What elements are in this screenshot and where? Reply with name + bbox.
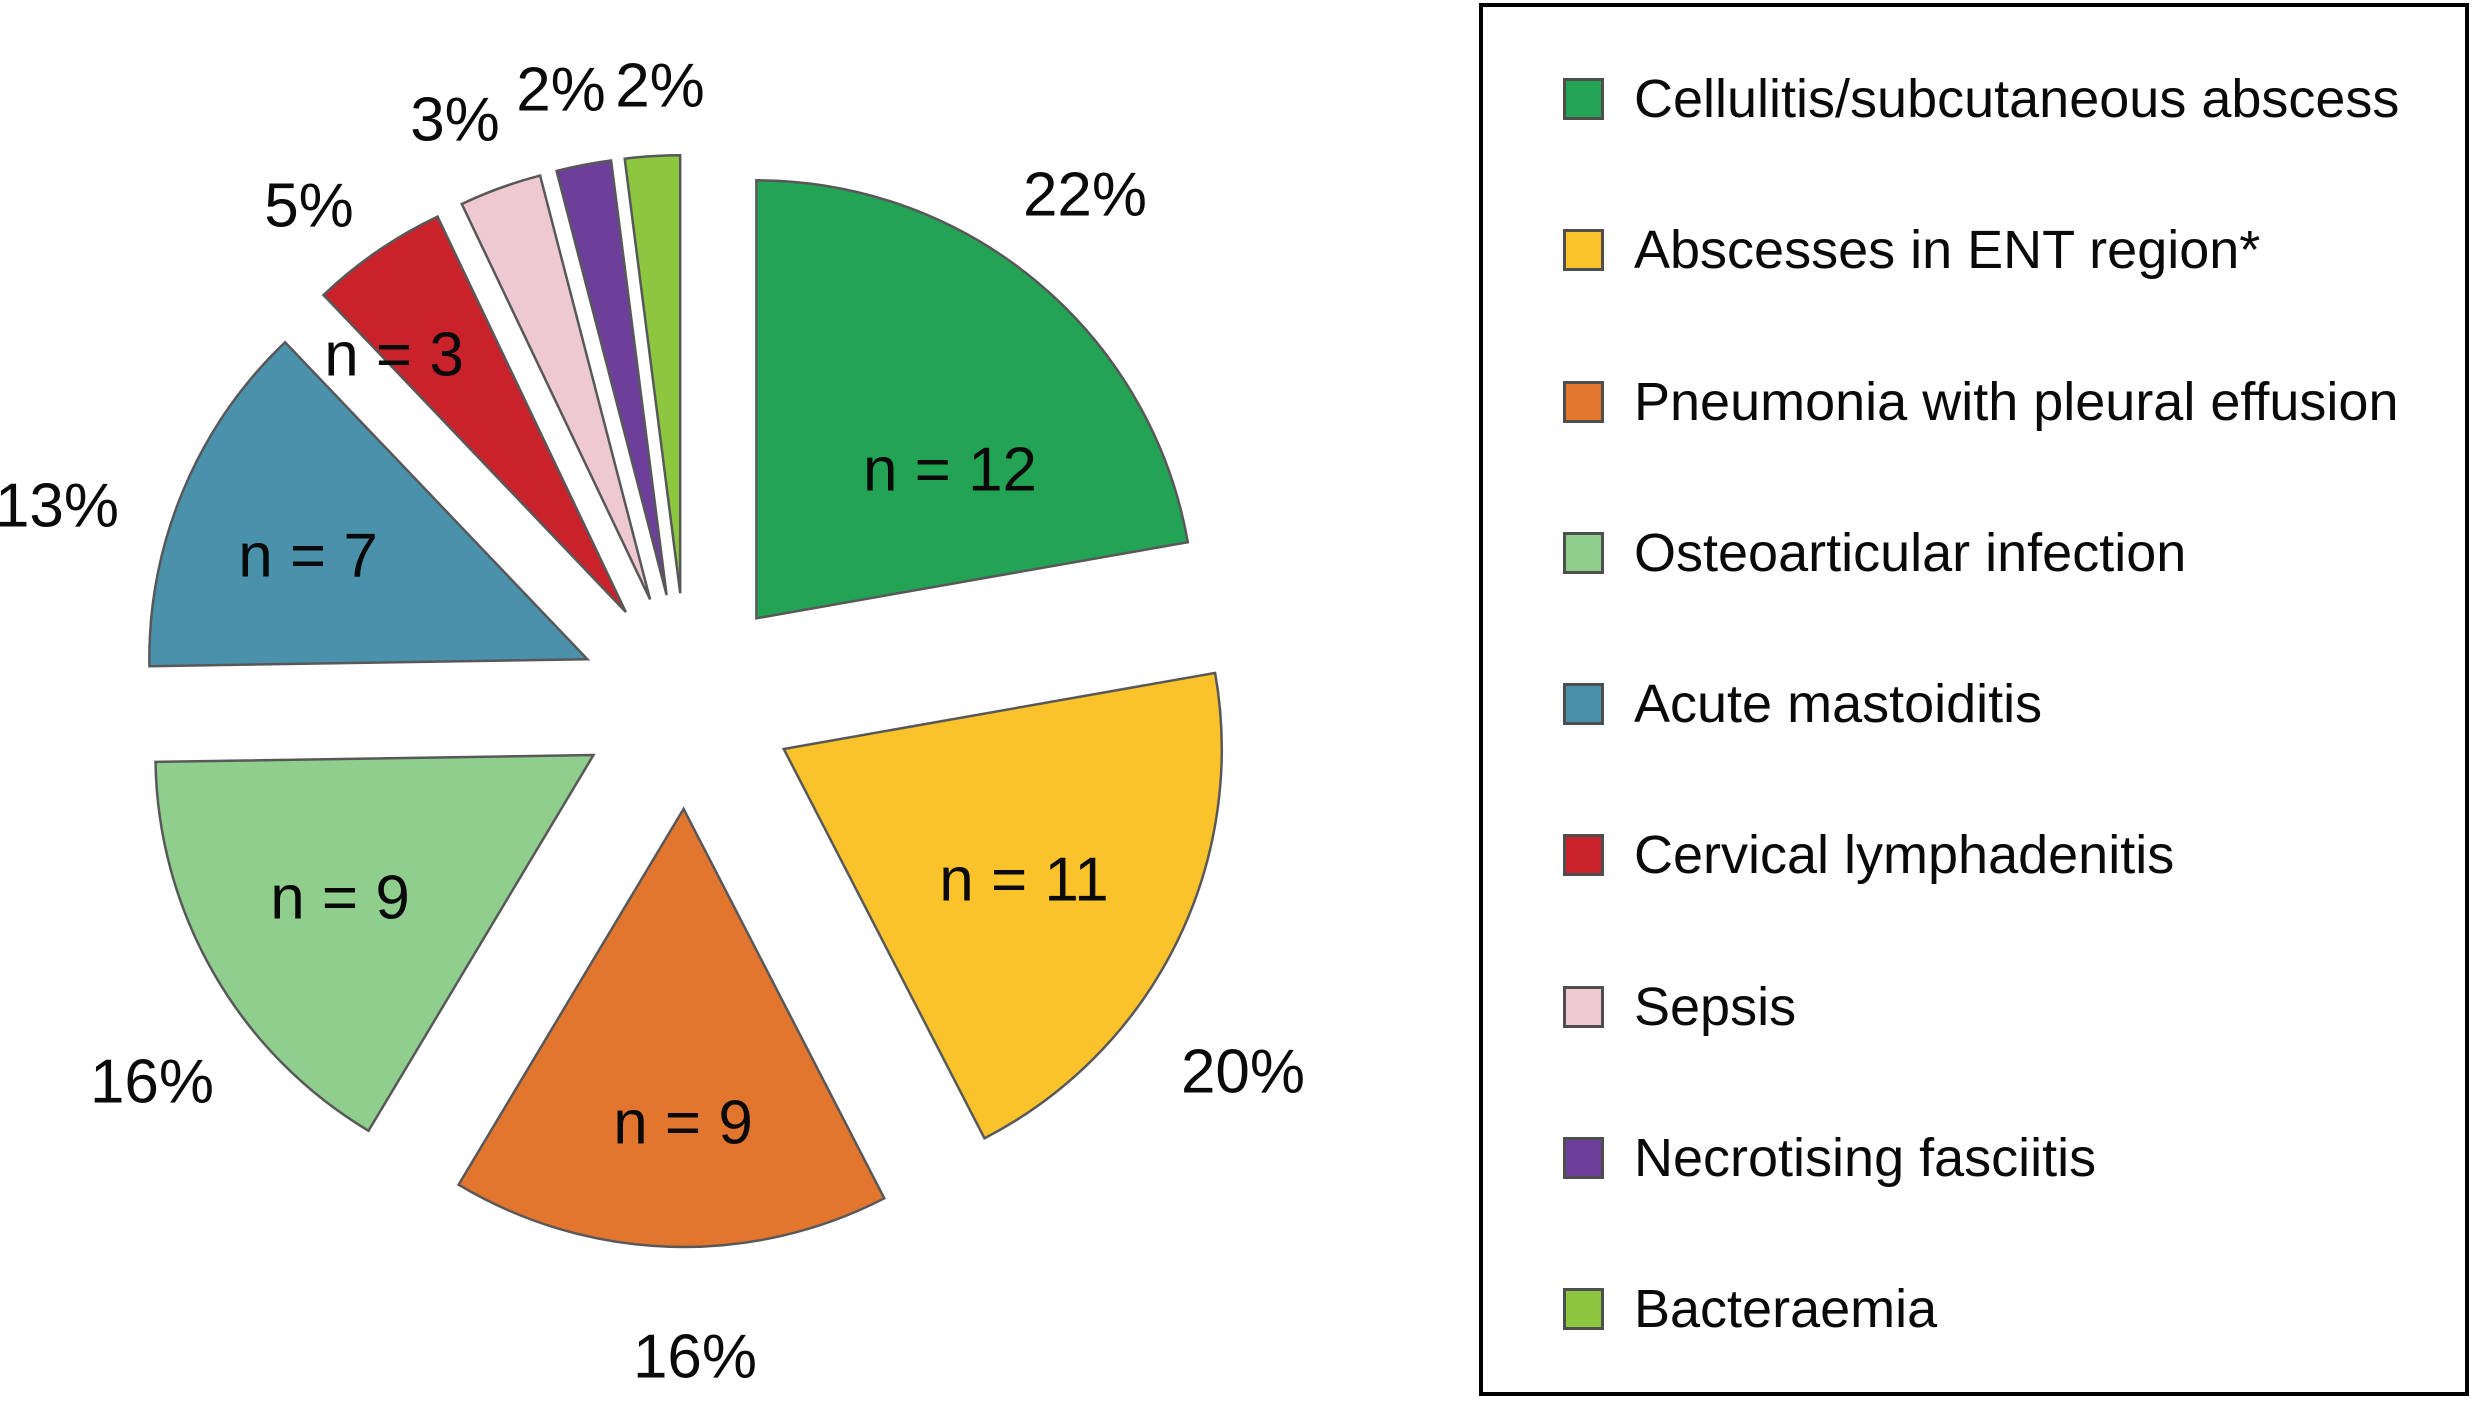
- legend-item-label: Abscesses in ENT region*: [1634, 220, 2261, 281]
- legend-item-label: Bacteraemia: [1634, 1279, 1938, 1339]
- legend-item-label: Necrotising fasciitis: [1634, 1127, 2097, 1188]
- pie-slice-4: [154, 753, 596, 1133]
- pie-slice-1: [755, 179, 1190, 620]
- n-count-label: n = 7: [238, 522, 378, 591]
- percent-label: 16%: [633, 1323, 757, 1392]
- legend-item: Cervical lymphadenitis: [1563, 828, 2174, 882]
- legend-item-label: Acute mastoiditis: [1634, 674, 2043, 734]
- legend-color-swatch-icon: [1563, 229, 1604, 272]
- legend-color-swatch-icon: [1563, 683, 1604, 725]
- legend-item: Bacteraemia: [1563, 1282, 1937, 1336]
- percent-label: 5%: [264, 172, 354, 241]
- legend-color-swatch-icon: [1563, 78, 1604, 120]
- legend-item: Necrotising fasciitis: [1563, 1131, 2096, 1185]
- legend-item-label: Cervical lymphadenitis: [1634, 825, 2175, 886]
- pie-slice-5: [148, 340, 591, 668]
- n-count-label: n = 3: [324, 321, 464, 390]
- percent-label: 22%: [1023, 161, 1147, 230]
- legend-item-label: Pneumonia with pleural effusion: [1634, 371, 2399, 432]
- legend-color-swatch-icon: [1563, 985, 1604, 1028]
- legend-color-swatch-icon: [1563, 1136, 1604, 1179]
- percent-label: 2%: [516, 56, 606, 125]
- legend-item: Cellulitis/subcutaneous abscess: [1563, 72, 2399, 126]
- pie-slice-8: [555, 159, 668, 596]
- legend-item: Acute mastoiditis: [1563, 677, 2042, 731]
- legend-color-swatch-icon: [1563, 1288, 1604, 1330]
- percent-label: 3%: [410, 86, 500, 155]
- pie-slice-7: [460, 174, 652, 601]
- percent-label: 20%: [1181, 1038, 1305, 1107]
- legend-color-swatch-icon: [1563, 531, 1604, 574]
- percent-label: 2%: [615, 52, 705, 121]
- legend-color-swatch-icon: [1563, 834, 1604, 877]
- legend-item-label: Cellulitis/subcutaneous abscess: [1634, 69, 2400, 129]
- legend-item-label: Sepsis: [1634, 976, 1797, 1037]
- legend-item: Osteoarticular infection: [1563, 526, 2186, 580]
- pie-slice-3: [456, 806, 886, 1249]
- pie-slice-9: [623, 153, 682, 594]
- percent-label: 13%: [0, 472, 119, 541]
- pie-slice-2: [781, 671, 1223, 1140]
- legend-item: Abscesses in ENT region*: [1563, 223, 2260, 277]
- n-count-label: n = 12: [863, 436, 1037, 505]
- percent-label: 16%: [90, 1048, 214, 1117]
- legend-item-label: Osteoarticular infection: [1634, 522, 2187, 583]
- n-count-label: n = 9: [613, 1089, 753, 1158]
- legend-color-swatch-icon: [1563, 380, 1604, 423]
- n-count-label: n = 9: [270, 864, 410, 933]
- legend-item: Sepsis: [1563, 980, 1796, 1034]
- legend-item: Pneumonia with pleural effusion: [1563, 375, 2399, 429]
- n-count-label: n = 11: [939, 846, 1109, 915]
- pie-slice-6: [321, 214, 627, 613]
